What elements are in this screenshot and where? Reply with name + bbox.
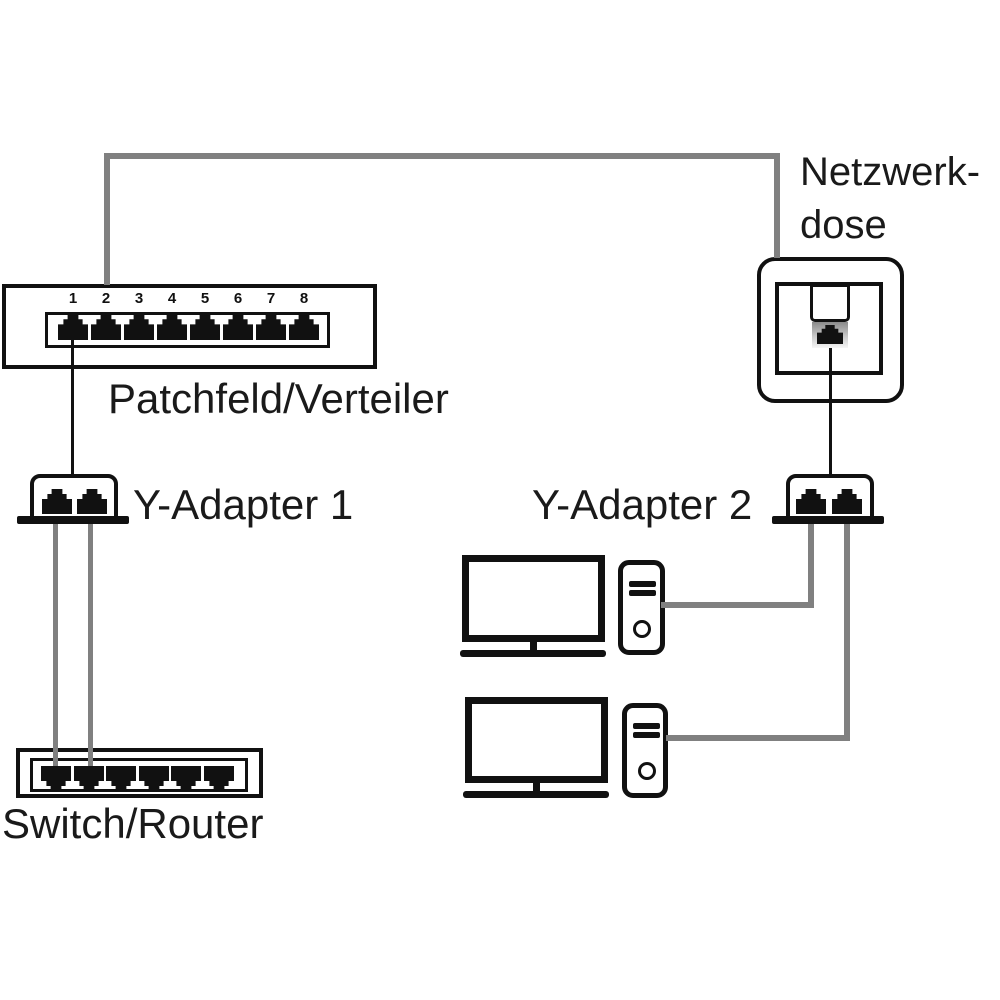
y-adapter2-label: Y-Adapter 2 xyxy=(532,481,753,528)
cable-yadapter2-to-computer2-v xyxy=(844,519,850,741)
patch-port-number-5: 5 xyxy=(200,290,210,307)
cable-socket-to-yadapter2 xyxy=(829,344,832,476)
y-adapter1-base-bar xyxy=(17,516,129,524)
patch-port-number-8: 8 xyxy=(299,290,309,307)
patch-port-number-2: 2 xyxy=(101,290,111,307)
computer1-tower-icon xyxy=(618,560,665,655)
patch-port-number-4: 4 xyxy=(167,290,177,307)
computer1-power-icon xyxy=(633,620,651,638)
computer2-monitor-base xyxy=(463,791,609,798)
cable-yadapter1-to-switch-port2 xyxy=(88,508,93,780)
cable-yadapter2-to-computer1-v xyxy=(808,519,814,608)
network-socket-label-line2: dose xyxy=(800,203,887,247)
y-adapter2-base-bar xyxy=(772,516,884,524)
computer1-monitor-base xyxy=(460,650,606,657)
cable-patch-to-yadapter1 xyxy=(71,338,74,478)
computer2-monitor-icon xyxy=(465,697,608,783)
switch-router-label: Switch/Router xyxy=(2,800,264,847)
computer2-monitor-stand xyxy=(533,781,540,795)
cable-patch-to-socket-left xyxy=(104,153,110,285)
cable-yadapter2-to-computer1-h xyxy=(661,602,814,608)
patch-port-number-7: 7 xyxy=(266,290,276,307)
patch-port-number-6: 6 xyxy=(233,290,243,307)
patch-port-number-1: 1 xyxy=(68,290,78,307)
network-socket-module xyxy=(810,284,850,322)
patch-panel-label: Patchfeld/Verteiler xyxy=(108,375,449,422)
rj45-jack-icon-socket xyxy=(817,325,843,344)
computer2-vent-icon xyxy=(633,732,660,738)
computer2-vent-icon xyxy=(633,723,660,729)
cable-yadapter2-to-computer2-h xyxy=(666,735,850,741)
computer1-monitor-icon xyxy=(462,555,605,642)
cable-yadapter1-to-switch-port1 xyxy=(53,508,58,780)
network-socket-label: Netzwerk- dose xyxy=(800,146,980,252)
network-socket-label-line1: Netzwerk- xyxy=(800,150,981,194)
cable-patch-to-socket-top xyxy=(104,153,780,159)
computer1-monitor-stand xyxy=(530,640,537,654)
computer2-tower-icon xyxy=(622,703,668,798)
computer1-vent-icon xyxy=(629,590,656,596)
computer1-vent-icon xyxy=(629,581,656,587)
computer2-power-icon xyxy=(638,762,656,780)
cable-patch-to-socket-right xyxy=(774,153,780,258)
patch-port-number-3: 3 xyxy=(134,290,144,307)
y-adapter1-label: Y-Adapter 1 xyxy=(133,481,354,528)
